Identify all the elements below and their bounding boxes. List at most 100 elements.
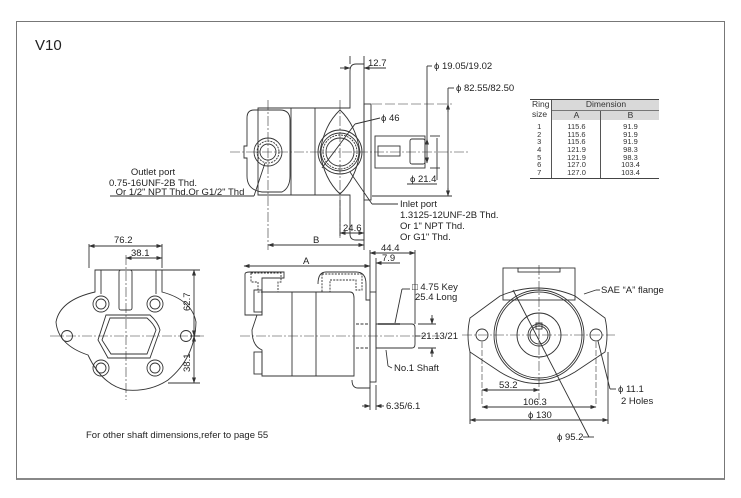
- bolt-hole-inner: [95, 362, 107, 374]
- key-note-1: □ 4.75 Key: [412, 282, 458, 293]
- ring-table-subheader-row: size A B: [530, 109, 660, 121]
- flange-leader: [583, 289, 597, 295]
- port-hidden-line: [250, 272, 282, 293]
- dim-leader: [354, 117, 381, 125]
- footnote: For other shaft dimensions,refer to page…: [86, 430, 269, 441]
- dim-lower-height: 38.1: [182, 354, 193, 373]
- bolt-hole-inner: [95, 298, 107, 310]
- dim-pilot-thickness: 6.35/6.1: [386, 401, 420, 412]
- ring-cell-size: 2: [537, 129, 542, 139]
- model-title: V10: [35, 37, 62, 54]
- mounting-flange-side: [317, 271, 371, 389]
- sae-flange-outline: [467, 287, 608, 384]
- top-view: 12.7 ϕ 19.05/19.02 ϕ 82.55/82.50 ϕ 21.4 …: [109, 56, 514, 250]
- ring-cell-a: 115.6: [551, 131, 601, 139]
- ring-cell-size: 3: [537, 137, 542, 147]
- hole-note-2: 2 Holes: [621, 396, 653, 407]
- ring-cell-a: 127.0: [551, 168, 601, 180]
- shaft-leader: [385, 349, 389, 367]
- ring-cell-size: 4: [537, 144, 542, 154]
- ring-cell-b: 103.4: [600, 168, 660, 180]
- shaft-side: [375, 323, 416, 349]
- ring-cell-b: 103.4: [600, 161, 660, 169]
- dim-upper-height: 62.7: [182, 293, 193, 312]
- side-view: A 44.4 7.9 □ 4.75 Key 25.4 Long 21.13/21…: [240, 243, 458, 412]
- ring-table-header-row: Ring Dimension: [530, 99, 660, 111]
- dim-leader: [387, 365, 393, 369]
- dim-inlet-offset: 24.6: [343, 223, 362, 234]
- flange-note: SAE “A” flange: [601, 285, 664, 296]
- dim-inlet-dia: ϕ 46: [381, 113, 400, 124]
- outlet-port-thread-2: Or 1/2ʺ NPT Thd.Or G1/2ʺ Thd: [116, 187, 245, 198]
- port-recess: [97, 314, 161, 359]
- ring-cell-b: 91.9: [600, 131, 660, 139]
- inlet-leader: [349, 171, 373, 205]
- drawing-frame: [16, 21, 725, 480]
- ring-cell-a: 115.6: [551, 138, 601, 146]
- dim-a-label: A: [303, 256, 310, 267]
- body-side: [251, 291, 355, 377]
- outlet-slot: [118, 269, 133, 311]
- hole-leader: [597, 340, 611, 390]
- dim-b-label: B: [313, 235, 319, 246]
- dim-half-bolt: 53.2: [499, 380, 518, 391]
- dimension-header: Dimension: [551, 99, 660, 111]
- dim-shaft-key-dia: ϕ 21.4: [410, 174, 436, 185]
- dim-pilot-length: 7.9: [382, 253, 395, 264]
- size-header: size: [532, 109, 548, 120]
- mounting-pilot: [363, 103, 372, 201]
- ring-cell-a: 127.0: [551, 161, 601, 169]
- ring-cell-b: 98.3: [600, 153, 660, 162]
- inlet-port-thread-2: Or 1ʺ NPT Thd.: [400, 221, 465, 232]
- dim-width: 76.2: [114, 235, 133, 246]
- outlet-port-label: Outlet port: [131, 167, 176, 178]
- ring-cell-size: 6: [537, 160, 542, 170]
- ring-cell-size: 7: [530, 168, 552, 180]
- ring-cell-a: 121.9: [551, 146, 601, 154]
- end-view: 76.2 38.1 62.7 38.1: [50, 235, 205, 400]
- dim-bolt-circle: ϕ 95.2: [557, 432, 583, 443]
- bolt-hole-inner: [149, 298, 161, 310]
- bolt-hole: [146, 295, 164, 313]
- dim-half-width: 38.1: [131, 248, 150, 259]
- ring-cell-a: 115.6: [551, 120, 601, 131]
- bolt-hole-inner: [149, 362, 161, 374]
- dim-shaft-key: 21.13/21: [421, 331, 458, 342]
- bolt-hole: [146, 359, 164, 377]
- inlet-port-label: Inlet port: [400, 199, 437, 210]
- ring-header: Ring: [530, 99, 552, 111]
- dim-flange-thickness: 12.7: [368, 58, 387, 69]
- dim-shaft-length: 44.4: [381, 243, 400, 254]
- key-note-2: 25.4 Long: [415, 292, 457, 303]
- bolt-circle-leader: [512, 289, 590, 438]
- port-recess-inner: [101, 317, 157, 355]
- ring-cell-a: 121.9: [551, 153, 601, 162]
- bolt-hole: [92, 359, 110, 377]
- col-a-header: A: [551, 109, 601, 121]
- end-cap-top: [244, 271, 285, 316]
- dim-flange-width: ϕ 130: [528, 410, 552, 421]
- ring-cell-b: 98.3: [600, 146, 660, 154]
- outlet-housing: [243, 109, 291, 193]
- ring-cell-b: 91.9: [600, 138, 660, 146]
- bolt-hole: [92, 295, 110, 313]
- inlet-port-thread-1: 1.3125-12UNF-2B Thd.: [400, 210, 499, 221]
- inlet-hidden-line: [321, 273, 363, 293]
- outlet-leader: [253, 162, 266, 197]
- key-leader: [394, 288, 403, 324]
- bolt-head: [253, 289, 263, 313]
- shaft-note: No.1 Shaft: [394, 363, 439, 374]
- inlet-port-thread-3: Or G1ʺ Thd.: [400, 232, 451, 243]
- front-view: SAE “A” flange 53.2 106.3 ϕ 130 ϕ 95.2 ϕ…: [462, 265, 664, 443]
- dim-bolt-spacing: 106.3: [523, 397, 547, 408]
